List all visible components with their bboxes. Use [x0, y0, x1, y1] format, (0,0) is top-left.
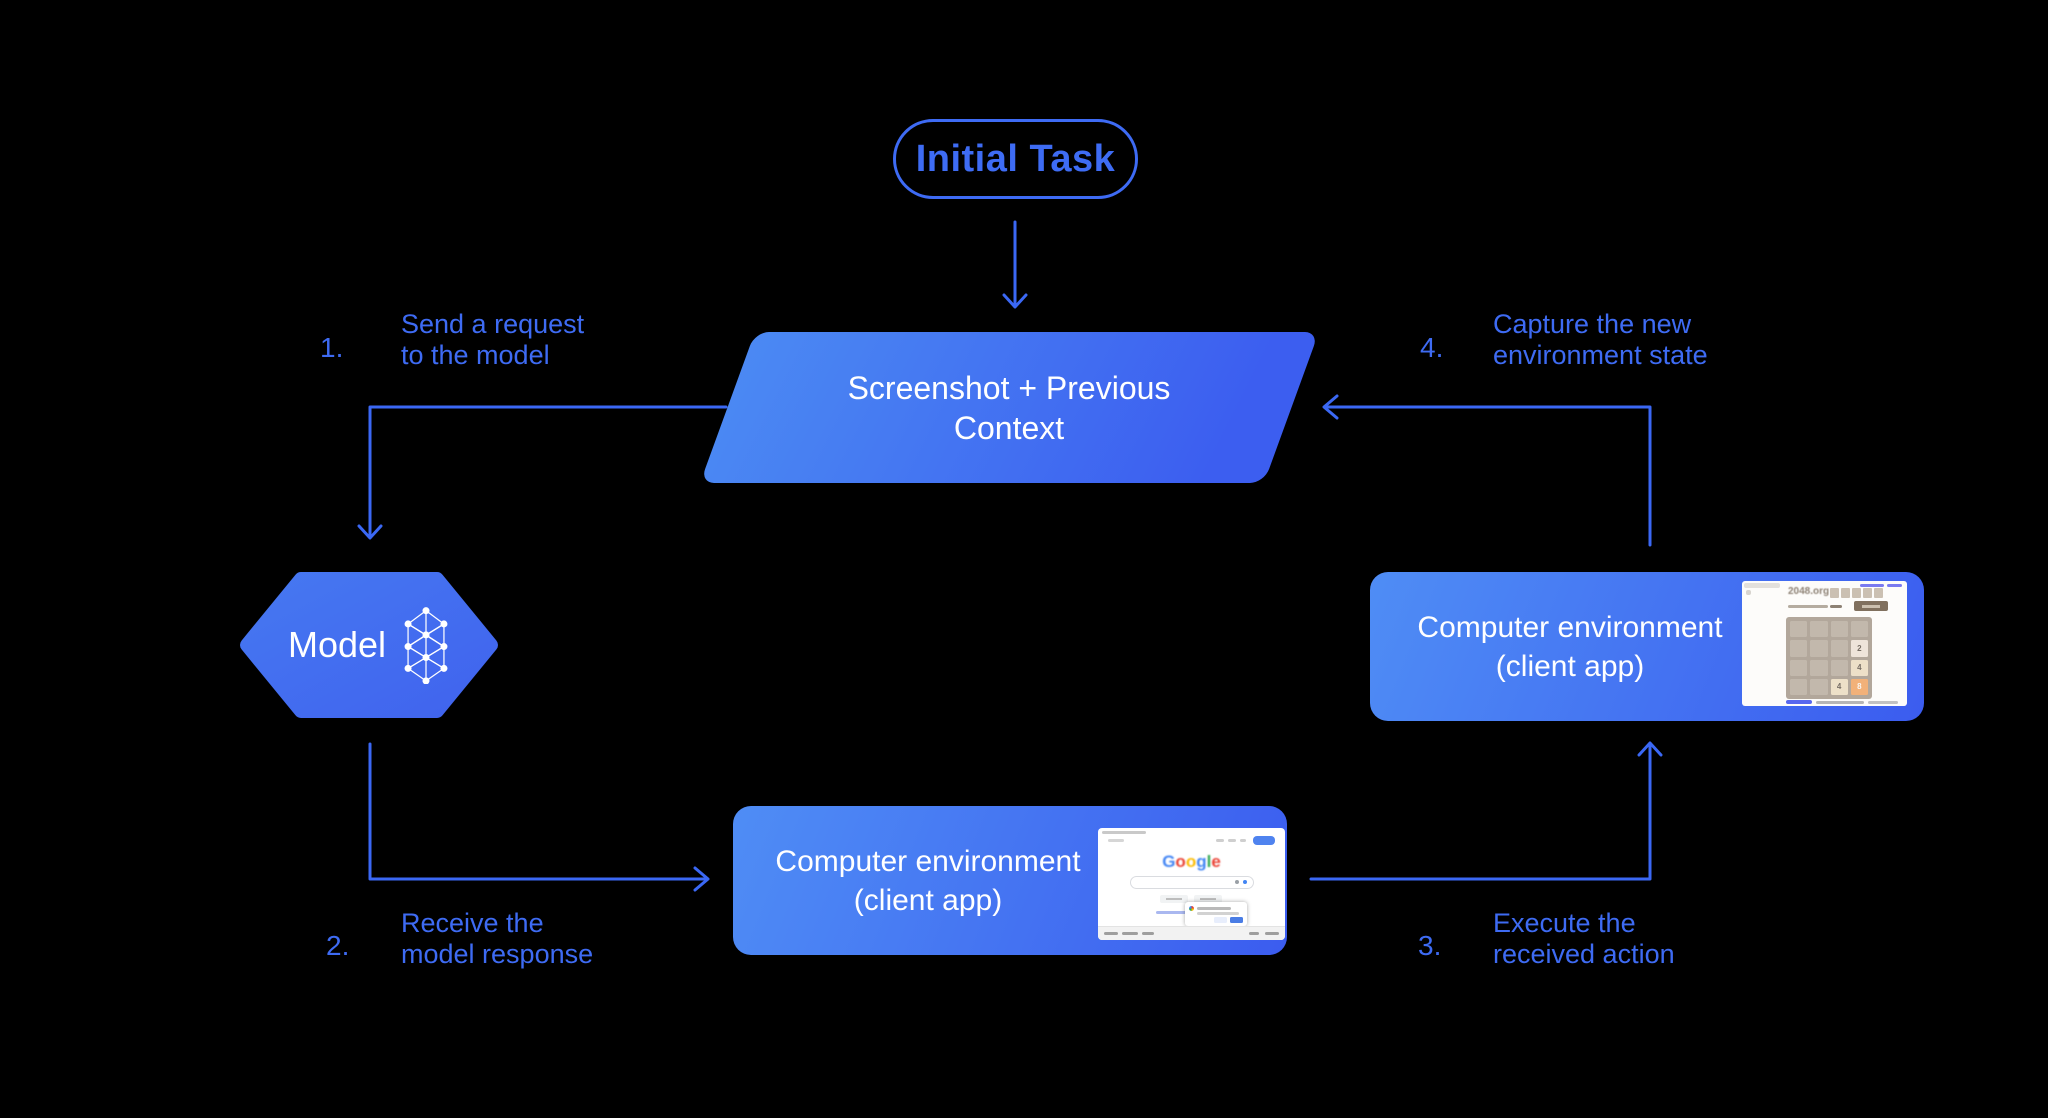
top-link: [1887, 584, 1902, 587]
address-bar: [1108, 839, 1124, 842]
bottom-link: [1786, 700, 1812, 704]
tile-4: 4: [1850, 659, 1868, 676]
neural-network-icon: [404, 607, 448, 684]
new-game-button: [1854, 601, 1888, 611]
model-node: Model: [239, 571, 499, 719]
step-4-number: 4.: [1420, 332, 1444, 363]
2048-site-title: 2048.org: [1788, 586, 1830, 597]
tile-4: 4: [1830, 678, 1848, 695]
google-g-icon: [1189, 906, 1194, 911]
env-right-label: Computer environment (client app): [1417, 610, 1723, 683]
browser-tab: [1744, 583, 1780, 588]
top-link: [1860, 584, 1884, 587]
google-homepage-thumbnail: Google: [1098, 828, 1285, 940]
screenshot-context-node: Screenshot + Previous Context: [700, 332, 1319, 483]
google-logo: Google: [1162, 852, 1221, 871]
footer-bar: [1098, 926, 1285, 940]
signin-button: [1253, 836, 1275, 845]
model-label: Model: [287, 624, 387, 665]
dialog-secondary-button: [1214, 917, 1227, 923]
tile-8: 8: [1850, 678, 1868, 695]
step-3-label: Execute the received action: [1493, 908, 1675, 969]
2048-game-thumbnail: 2048.org 2 4 4 8: [1742, 581, 1907, 706]
dialog-primary-button: [1230, 917, 1243, 923]
score-box: [1852, 588, 1861, 598]
mic-icon: [1243, 880, 1247, 884]
env-node-right: Computer environment (client app) 2048.o…: [1370, 572, 1924, 721]
tile-2: 2: [1850, 640, 1868, 657]
arrow-model-to-env: [368, 742, 710, 892]
screenshot-context-label: Screenshot + Previous Context: [847, 369, 1171, 446]
arrow-env-to-context: [1322, 394, 1652, 547]
env-bottom-label: Computer environment (client app): [775, 844, 1081, 917]
arrow-task-to-context: [1002, 220, 1028, 309]
score-box: [1830, 588, 1839, 598]
step-1-number: 1.: [320, 332, 344, 363]
step-2-label: Receive the model response: [401, 908, 594, 969]
search-bar: [1130, 876, 1254, 889]
score-box: [1874, 588, 1883, 598]
initial-task-node: Initial Task: [893, 119, 1138, 199]
search-button: [1160, 895, 1188, 903]
initial-task-label: Initial Task: [915, 137, 1116, 180]
env-node-bottom: Computer environment (client app) Google: [733, 806, 1287, 955]
step-1-label: Send a request to the model: [401, 309, 585, 370]
score-box: [1863, 588, 1872, 598]
browser-tab-bar: [1102, 831, 1146, 834]
signin-dialog: [1185, 902, 1247, 926]
2048-grid: 2 4 4 8: [1786, 617, 1872, 699]
arrow-env-to-env: [1309, 741, 1663, 881]
step-2-number: 2.: [326, 930, 350, 961]
keyboard-icon: [1235, 880, 1239, 884]
arrow-context-to-model: [357, 405, 728, 540]
step-3-number: 3.: [1418, 930, 1442, 961]
lucky-button: [1194, 895, 1222, 903]
score-box: [1841, 588, 1850, 598]
step-4-label: Capture the new environment state: [1493, 309, 1708, 370]
